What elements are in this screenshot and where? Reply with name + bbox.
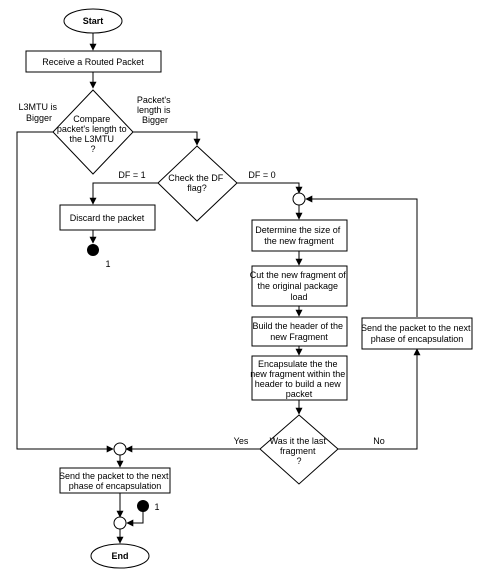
send-bottom-label: Send the packet to the next phase of enc… xyxy=(59,471,171,491)
check-df-label: Check the DF flag? xyxy=(168,173,226,193)
connector-1: 1 xyxy=(87,244,111,269)
end-label: End xyxy=(112,551,129,561)
node-check-df: Check the DF flag? xyxy=(157,145,238,222)
node-receive: Receive a Routed Packet xyxy=(25,50,162,73)
edge-df0 xyxy=(237,182,303,194)
receive-label: Receive a Routed Packet xyxy=(42,57,144,67)
label-no: No xyxy=(373,436,385,446)
node-send-bottom: Send the packet to the next phase of enc… xyxy=(59,467,171,494)
label-df1: DF = 1 xyxy=(118,170,145,180)
node-last-fragment: Was it the last fragment ? xyxy=(259,414,339,485)
send-right-label: Send the packet to the next phase of enc… xyxy=(361,323,473,344)
merge-circle-mid xyxy=(113,442,127,456)
edge-send-right-loop xyxy=(305,195,418,317)
edge-compare-right xyxy=(133,131,201,146)
edge-compare-left xyxy=(16,131,114,453)
last-fragment-label: Was it the last fragment ? xyxy=(270,436,329,466)
encapsulate-label: Encapsulate the the new fragment within … xyxy=(250,359,348,399)
node-cut: Cut the new fragment of the original pac… xyxy=(250,265,349,307)
label-yes: Yes xyxy=(234,436,249,446)
build-label: Build the header of the new Fragment xyxy=(252,321,345,342)
connector-1b: 1 xyxy=(137,500,160,512)
node-compare: Compare packet's length to the L3MTU ? xyxy=(52,89,134,175)
edge-connector-merge xyxy=(126,511,144,527)
label-l3mtu-bigger: L3MTU is Bigger xyxy=(18,102,59,123)
node-build: Build the header of the new Fragment xyxy=(251,316,348,347)
label-packet-bigger: Packet's length is Bigger xyxy=(137,95,173,125)
edge-last-no xyxy=(338,348,421,450)
edge-df1 xyxy=(89,182,158,205)
label-df0: DF = 0 xyxy=(248,170,275,180)
discard-label: Discard the packet xyxy=(70,213,145,223)
connector-1-label: 1 xyxy=(105,259,110,269)
cut-label: Cut the new fragment of the original pac… xyxy=(250,270,349,302)
node-send-right: Send the packet to the next phase of enc… xyxy=(361,317,473,350)
start-label: Start xyxy=(83,16,104,26)
node-encapsulate: Encapsulate the the new fragment within … xyxy=(250,355,348,401)
node-discard: Discard the packet xyxy=(59,204,156,231)
merge-circle-bottom xyxy=(113,516,127,530)
merge-circle-top xyxy=(292,192,306,206)
compare-label: Compare packet's length to the L3MTU ? xyxy=(57,114,129,154)
edge-labels: L3MTU is Bigger Packet's length is Bigge… xyxy=(18,95,384,446)
determine-label: Determine the size of the new fragment xyxy=(255,225,343,246)
edges xyxy=(16,33,421,544)
connector-1b-label: 1 xyxy=(154,502,159,512)
node-end: End xyxy=(90,543,150,569)
node-determine: Determine the size of the new fragment xyxy=(251,219,348,252)
node-start: Start xyxy=(63,8,123,34)
